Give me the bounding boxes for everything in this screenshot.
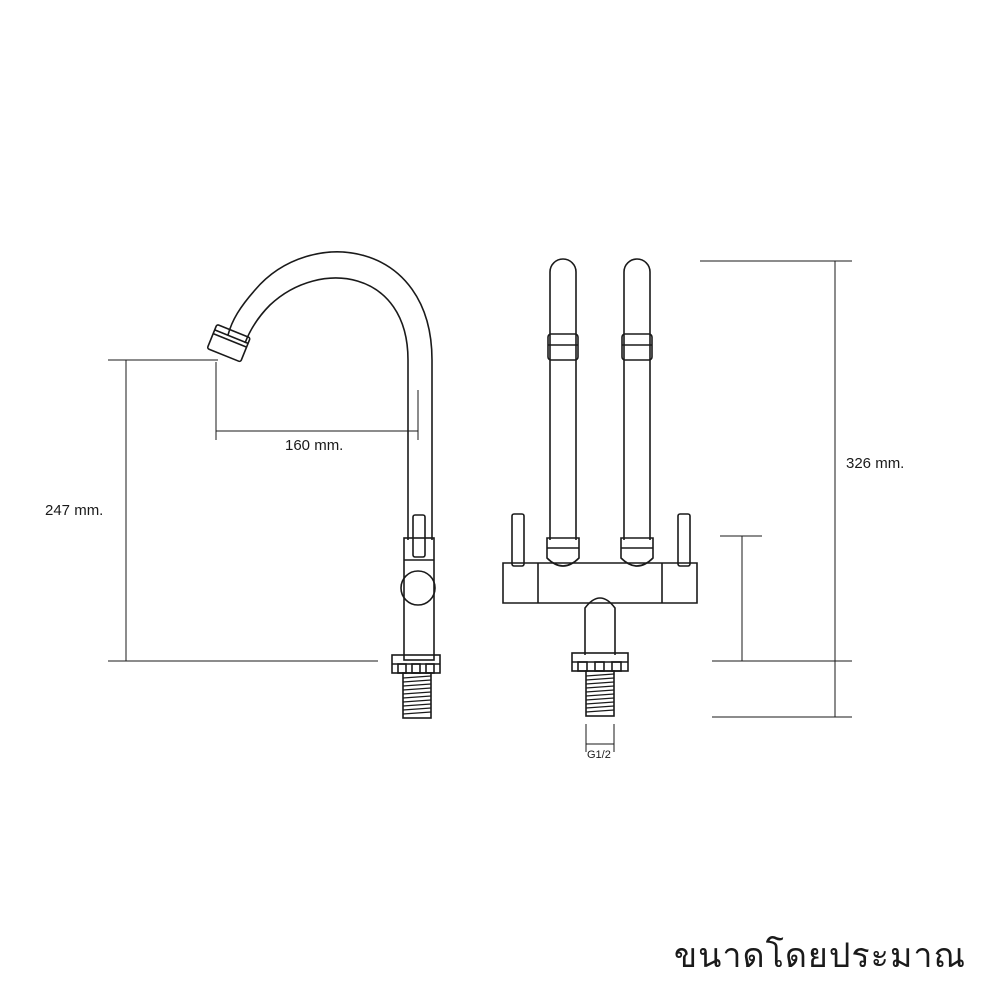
front-handle-right	[677, 513, 691, 567]
thread-size-label: G1/2	[587, 749, 611, 761]
front-spout-tube-left	[549, 258, 577, 540]
total-height-label: 326 mm.	[846, 455, 905, 472]
side-handle-lever	[412, 514, 426, 558]
front-dimension-lines	[585, 260, 852, 752]
front-collar-right	[620, 537, 654, 567]
front-threaded-shank	[585, 670, 615, 717]
spout-outer-wall	[227, 251, 433, 540]
faucet-front-view	[502, 258, 698, 717]
spout-height-label: 247 mm.	[45, 502, 104, 519]
front-center-stem	[584, 597, 616, 655]
faucet-side-view	[206, 251, 441, 719]
approximate-size-caption: ขนาดโดยประมาณ	[673, 936, 966, 976]
aerator	[206, 324, 251, 363]
front-body	[502, 562, 698, 604]
side-dimension-lines	[108, 359, 419, 662]
front-handle-left	[511, 513, 525, 567]
side-body	[403, 537, 435, 661]
side-handle-knob	[400, 570, 436, 606]
side-threaded-shank	[402, 672, 432, 719]
front-collar-left	[546, 537, 580, 567]
front-spout-tube-right	[623, 258, 651, 540]
spout-inner-wall	[244, 277, 409, 540]
spout-reach-label: 160 mm.	[285, 437, 344, 454]
